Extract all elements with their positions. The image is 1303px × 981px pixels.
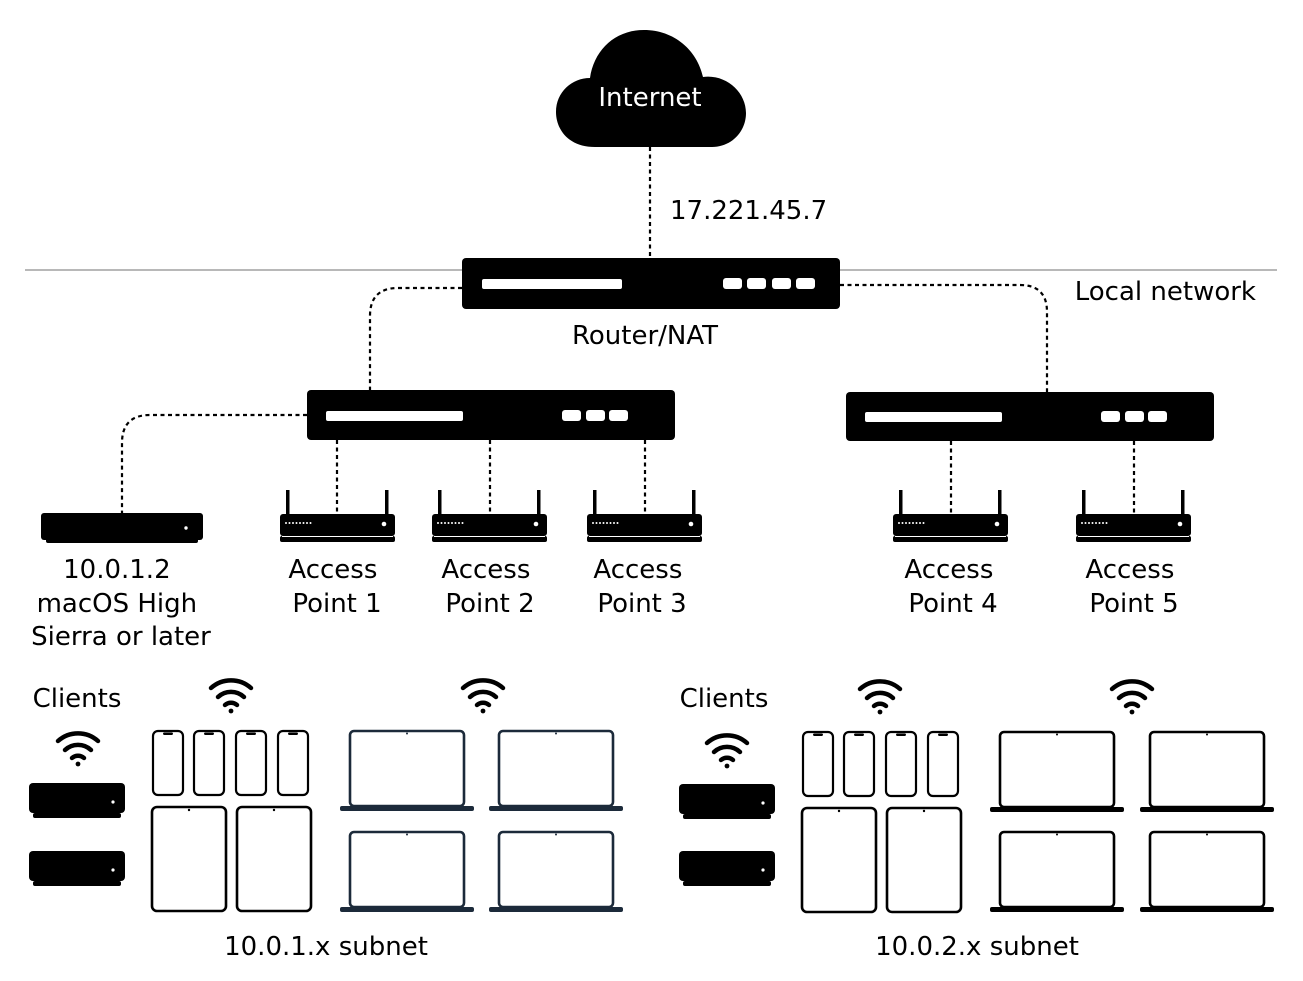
client-group-2: Clients 10.0.2.x subnet [679,681,1276,962]
phone-icon [926,730,960,798]
phone-icon [234,729,268,797]
server-label: 10.0.1.2 macOS High Sierra or later [31,555,211,652]
access-point-5-label: Access Point 5 [1085,555,1182,619]
phone-icon [884,730,918,798]
access-point-5-icon [1075,489,1192,543]
access-point-2-label: Access Point 2 [441,555,538,619]
access-point-3-icon [586,489,703,543]
internet-label: Internet [598,83,701,113]
laptop-icon [1138,730,1276,814]
wifi-icon [211,680,251,713]
tablet-icon [235,805,313,913]
laptop-icon [338,830,476,914]
subnet-label: 10.0.2.x subnet [875,932,1079,962]
tablet-icon [885,806,963,914]
access-point-1-icon [279,489,396,543]
tablet-icon [800,806,878,914]
access-point-2-icon [431,489,548,543]
laptop-icon [988,830,1126,914]
phone-icon [842,730,876,798]
phone-icon [151,729,185,797]
laptop-icon [988,730,1126,814]
local-network-label: Local network [1075,277,1256,307]
laptop-icon [487,729,625,813]
phone-icon [801,730,835,798]
access-point-1-label: Access Point 1 [288,555,385,619]
access-point-4-icon [892,489,1009,543]
server-mac-mini [41,513,203,543]
laptop-icon [487,830,625,914]
client-group-1: Clients 10.0.1.x subnet [29,680,625,962]
router-label: Router/NAT [572,321,718,351]
switch-server-link [120,413,307,513]
access-point-4-label: Access Point 4 [904,555,1001,619]
router-right-switch-link [840,283,1049,392]
switch-right [846,392,1214,441]
wifi-icon [860,681,900,714]
wifi-icon [707,735,747,768]
switch-left [307,390,675,440]
apple-tv-icon [679,851,775,886]
wifi-icon [463,680,503,713]
subnet-label: 10.0.1.x subnet [224,932,428,962]
wifi-icon [58,733,98,766]
access-point-3-label: Access Point 3 [593,555,690,619]
wifi-icon [1112,681,1152,714]
internet-cloud: Internet [556,30,746,147]
router-left-switch-link [368,286,462,390]
laptop-icon [1138,830,1276,914]
router [462,258,840,309]
apple-tv-icon [679,784,775,819]
apple-tv-icon [29,851,125,886]
phone-icon [192,729,226,797]
apple-tv-icon [29,783,125,818]
tablet-icon [150,805,228,913]
clients-label: Clients [680,684,769,714]
laptop-icon [338,729,476,813]
clients-label: Clients [33,684,122,714]
phone-icon [276,729,310,797]
wan-ip-label: 17.221.45.7 [670,196,827,226]
